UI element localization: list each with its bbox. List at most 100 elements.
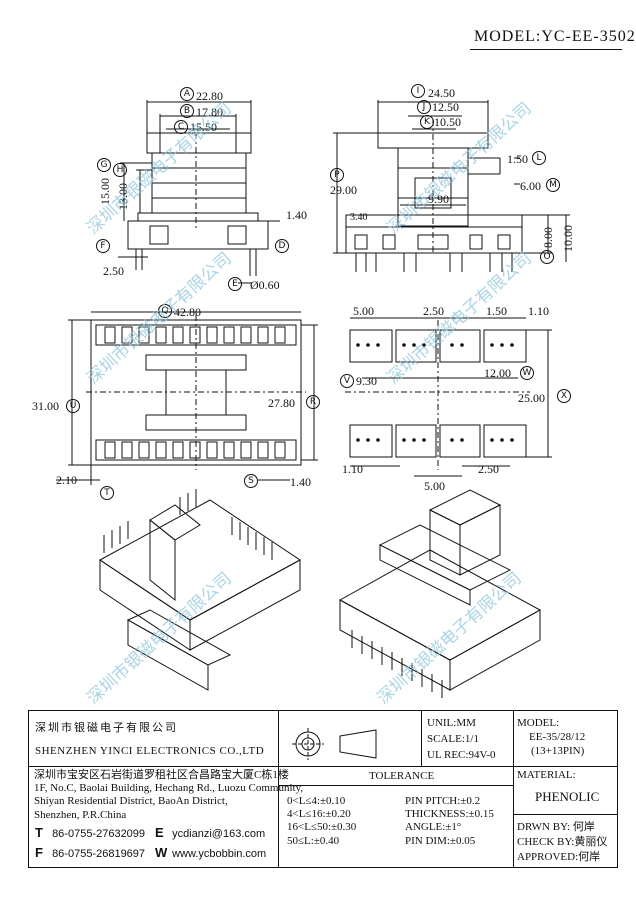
dim-f: 2.50	[103, 264, 124, 278]
dim-pcb-1-50: 1.50	[486, 304, 507, 318]
address-en-3: Shenzhen, P.R.China	[34, 808, 127, 821]
top-view	[56, 311, 318, 485]
title-block: 深圳市银磁电子有限公司 SHENZHEN YINCI ELECTRONICS C…	[28, 710, 618, 868]
phone-icon: T	[35, 825, 43, 840]
dim-j: 12.50	[432, 100, 459, 114]
isometric-view-left	[99, 489, 301, 691]
label-x: X	[557, 389, 571, 403]
label-k: K	[420, 115, 434, 129]
email-address[interactable]: ycdianzi@163.com	[172, 828, 266, 840]
label-w: W	[520, 366, 534, 380]
dim-c: 15.50	[190, 120, 217, 134]
dim-i: 24.50	[428, 86, 455, 100]
tol-left-2: 4<L≤16:±0.20	[287, 808, 351, 821]
spec-unit: UNIL:MM	[427, 717, 476, 729]
dim-pcb-5-bot: 5.00	[424, 479, 445, 493]
label-f: F	[96, 239, 110, 253]
dim-pcb-2-50-bot: 2.50	[478, 462, 499, 476]
label-s: S	[244, 474, 258, 488]
approved-by: APPROVED:何岸	[517, 851, 601, 863]
tol-left-4: 50≤L:±0.40	[287, 834, 340, 847]
fax-icon: F	[35, 845, 43, 860]
dim-g: 15.00	[98, 178, 112, 205]
tel-row: T 86-0755-27632099	[35, 825, 145, 841]
tolerance-right: PIN PITCH:±0.2 THICKNESS:±0.15 ANGLE:±1°…	[405, 795, 494, 848]
address-cn: 深圳市宝安区石岩街道罗租社区合昌路宝大厦C栋1楼	[34, 769, 289, 781]
dim-inner: 9.90	[428, 192, 449, 206]
dim-u: 31.00	[32, 399, 59, 413]
tel-number: 86-0755-27632099	[52, 828, 146, 840]
model-header-label: MODEL:	[474, 28, 542, 45]
spec-scale: SCALE:1/1	[427, 733, 479, 745]
label-p: P	[330, 168, 344, 182]
dim-q: 42.80	[174, 305, 201, 319]
web-address[interactable]: www.ycbobbin.com	[172, 848, 267, 860]
label-c: C	[174, 120, 188, 134]
label-e: E	[228, 277, 242, 291]
front-view	[118, 100, 280, 284]
label-m: M	[546, 178, 560, 192]
model-block-line2: (13+13PIN)	[531, 745, 585, 757]
model-header: MODEL:YC-EE-3502	[474, 28, 636, 46]
label-d: D	[275, 239, 289, 253]
dim-p: 29.00	[330, 183, 357, 197]
dim-x: 25.00	[518, 391, 545, 405]
label-v: V	[340, 374, 354, 388]
dim-pcb-5-top: 5.00	[353, 304, 374, 318]
web-icon: W	[155, 845, 168, 860]
label-a: A	[180, 87, 194, 101]
fax-number: 86-0755-26819697	[52, 848, 146, 860]
dim-pcb-1-10-top: 1.10	[528, 304, 549, 318]
company-name-cn: 深圳市银磁电子有限公司	[35, 721, 178, 734]
dim-v: 9.30	[356, 374, 377, 388]
dim-l: 1.50	[507, 152, 528, 166]
spec-ul: UL REC:94V-0	[427, 749, 496, 761]
dim-pcb-2-50-top: 2.50	[423, 304, 444, 318]
label-t: T	[100, 486, 114, 500]
isometric-view-right	[338, 489, 542, 698]
dim-n: 8.00	[541, 227, 555, 248]
model-header-value: YC-EE-3502	[541, 28, 636, 45]
label-l: L	[532, 151, 546, 165]
label-h: H	[113, 163, 127, 177]
tol-left-1: 0<L≤4:±0.10	[287, 795, 346, 807]
tol-right-1: PIN PITCH:±0.2	[405, 795, 481, 807]
label-q: Q	[158, 304, 172, 318]
label-o: O	[540, 250, 554, 264]
dim-t: 2.10	[56, 473, 77, 487]
tol-right-2: THICKNESS:±0.15	[405, 808, 494, 821]
side-view	[333, 100, 570, 272]
dim-r: 27.80	[268, 396, 295, 410]
address-en-1: 1F, No.C, Baolai Building, Hechang Rd., …	[34, 782, 304, 795]
pcb-footprint-view	[345, 317, 552, 477]
dim-k: 10.50	[434, 115, 461, 129]
address-block: 深圳市宝安区石岩街道罗租社区合昌路宝大厦C栋1楼 1F, No.C, Baola…	[34, 769, 303, 822]
dim-m: 6.00	[520, 179, 541, 193]
label-j: J	[417, 100, 431, 114]
check-by: CHECK BY:黄丽仪	[517, 836, 608, 848]
fax-row: F 86-0755-26819697	[35, 845, 145, 861]
model-block-label: MODEL:	[517, 717, 560, 729]
dim-h: 13.00	[116, 183, 130, 210]
material-label: MATERIAL:	[517, 769, 576, 781]
dim-b: 17.80	[196, 105, 223, 119]
email-icon: E	[155, 825, 164, 840]
projection-symbol	[292, 728, 377, 760]
dim-o: 10.00	[561, 225, 575, 252]
tol-right-4: PIN DIM:±0.05	[405, 834, 476, 847]
company-name-en: SHENZHEN YINCI ELECTRONICS CO.,LTD	[35, 745, 265, 757]
dim-s: 1.40	[290, 475, 311, 489]
email-row: E ycdianzi@163.com	[155, 825, 265, 841]
label-r: R	[306, 395, 320, 409]
header-underline	[470, 49, 622, 50]
label-u: U	[66, 399, 80, 413]
material-value: PHENOLIC	[535, 789, 600, 804]
drawn-by: DRWN BY: 何岸	[517, 821, 595, 833]
dim-pcb-1-10-bot: 1.10	[342, 462, 363, 476]
dim-w: 12.00	[484, 366, 511, 380]
tol-left-3: 16<L≤50:±0.30	[287, 821, 357, 834]
tol-right-3: ANGLE:±1°	[405, 821, 462, 834]
tolerance-left: 0<L≤4:±0.10 4<L≤16:±0.20 16<L≤50:±0.30 5…	[287, 795, 356, 848]
label-b: B	[180, 104, 194, 118]
